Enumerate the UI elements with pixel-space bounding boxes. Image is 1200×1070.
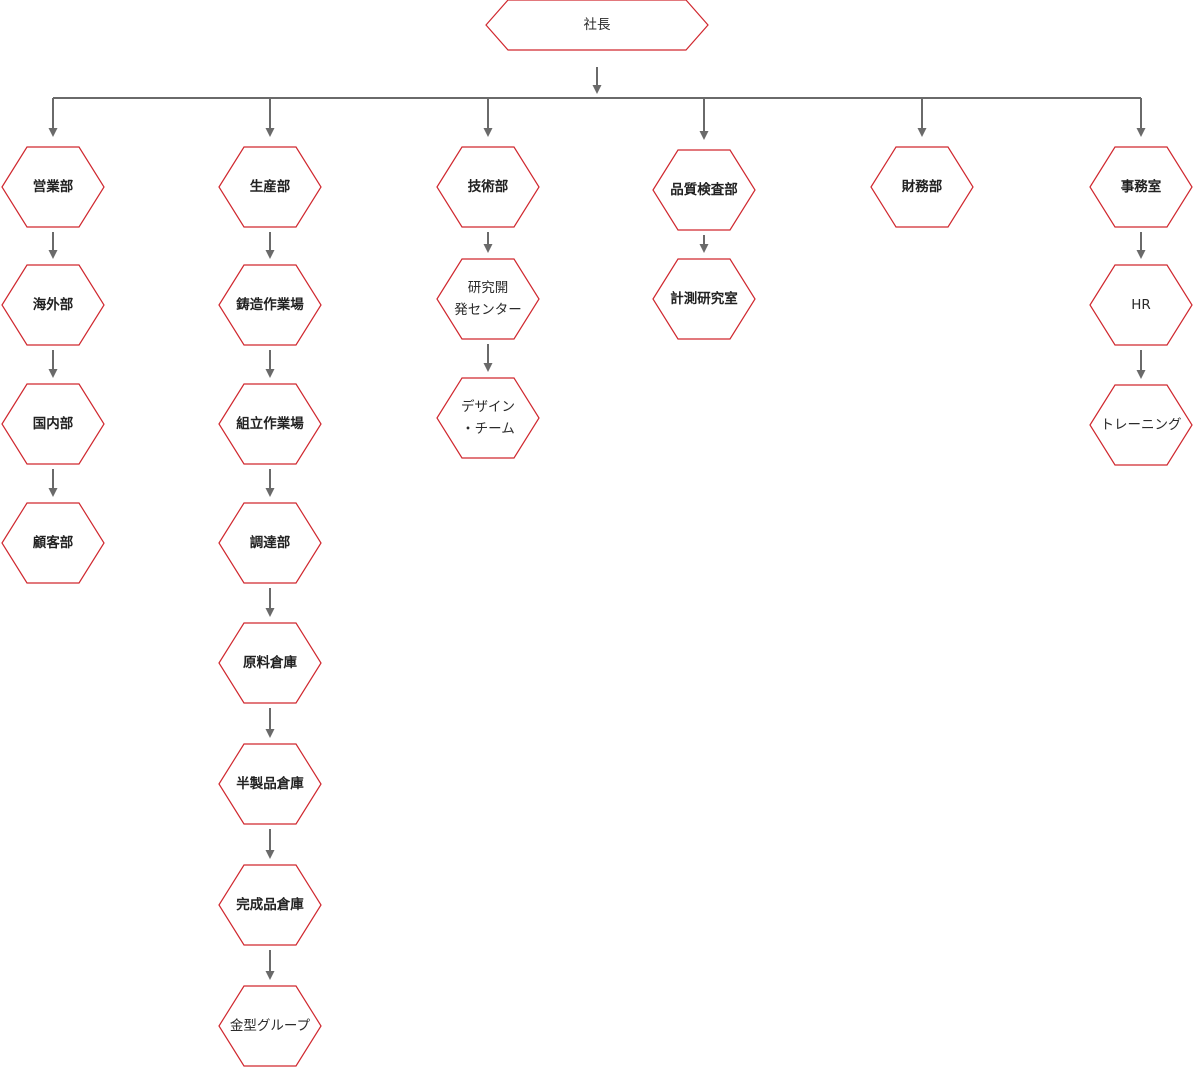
sub-node-2-5: 半製品倉庫 <box>218 743 322 825</box>
head-connector-6-arrowhead <box>1136 128 1146 137</box>
sub-node-2-6-hexagon <box>218 864 322 946</box>
sub-node-2-5-label: 半製品倉庫 <box>236 775 304 792</box>
child-connector-2-1-arrowhead <box>265 250 275 259</box>
sub-node-2-4-hexagon <box>218 622 322 704</box>
child-connector-6-2-arrowhead <box>1136 370 1146 379</box>
sub-node-4-1-label: 計測研究室 <box>670 290 738 307</box>
head-connector-2-arrowhead <box>265 128 275 137</box>
child-connector-6-1-arrowhead <box>1136 250 1146 259</box>
sub-node-1-1-hexagon <box>1 264 105 346</box>
child-connector-3-2-arrowhead <box>483 363 493 372</box>
department-node-3-label: 技術部 <box>468 178 509 195</box>
sub-node-2-1: 鋳造作業場 <box>218 264 322 346</box>
department-node-4-label: 品質検査部 <box>670 181 738 198</box>
department-node-1-label: 営業部 <box>33 178 74 195</box>
sub-node-2-2: 組立作業場 <box>218 383 322 465</box>
department-node-6-hexagon <box>1089 146 1193 228</box>
sub-node-4-1-hexagon <box>652 258 756 340</box>
sub-node-6-2-label: トレーニング <box>1101 417 1182 433</box>
sub-node-3-2-hexagon <box>436 377 540 459</box>
department-node-3-hexagon <box>436 146 540 228</box>
sub-node-2-7-label: 金型グループ <box>230 1018 311 1034</box>
child-connector-2-2-arrowhead <box>265 369 275 378</box>
head-connector-1-arrowhead <box>48 128 58 137</box>
department-node-6-label: 事務室 <box>1121 178 1162 195</box>
sub-node-2-3-hexagon <box>218 502 322 584</box>
department-node-4: 品質検査部 <box>652 149 756 231</box>
child-connector-1-3-arrowhead <box>48 488 58 497</box>
sub-node-3-1-label-line-2: 発センター <box>454 302 522 318</box>
connector-layer <box>48 67 1146 980</box>
child-connector-2-5-arrowhead <box>265 729 275 738</box>
sub-node-2-7-hexagon <box>218 985 322 1067</box>
sub-node-6-1: HR <box>1089 264 1193 346</box>
department-node-5-hexagon <box>870 146 974 228</box>
sub-node-2-4-label: 原料倉庫 <box>243 654 297 671</box>
child-connector-2-7-arrowhead <box>265 971 275 980</box>
sub-node-1-3: 顧客部 <box>1 502 105 584</box>
department-node-4-hexagon <box>652 149 756 231</box>
department-node-2-hexagon <box>218 146 322 228</box>
sub-node-2-2-label: 組立作業場 <box>236 415 304 432</box>
sub-node-2-1-label: 鋳造作業場 <box>236 296 304 313</box>
sub-node-2-7: 金型グループ <box>218 985 322 1067</box>
child-connector-4-1-arrowhead <box>699 244 709 253</box>
department-node-1: 営業部 <box>1 146 105 228</box>
sub-node-2-4: 原料倉庫 <box>218 622 322 704</box>
sub-node-2-6: 完成品倉庫 <box>218 864 322 946</box>
sub-node-2-5-hexagon <box>218 743 322 825</box>
child-connector-2-6-arrowhead <box>265 850 275 859</box>
root-node-label: 社長 <box>584 17 612 33</box>
child-connector-1-1-arrowhead <box>48 250 58 259</box>
sub-node-3-1-label-line-1: 研究開 <box>468 280 509 296</box>
sub-node-1-2: 国内部 <box>1 383 105 465</box>
department-node-2-label: 生産部 <box>250 178 291 195</box>
department-node-5: 財務部 <box>870 146 974 228</box>
sub-node-6-1-hexagon <box>1089 264 1193 346</box>
child-connector-2-3-arrowhead <box>265 488 275 497</box>
sub-node-1-2-label: 国内部 <box>33 415 74 432</box>
child-connector-1-2-arrowhead <box>48 369 58 378</box>
sub-node-6-1-label: HR <box>1131 297 1151 313</box>
sub-node-1-3-hexagon <box>1 502 105 584</box>
sub-node-2-6-label: 完成品倉庫 <box>236 896 304 913</box>
department-node-2: 生産部 <box>218 146 322 228</box>
head-connector-4-arrowhead <box>699 131 709 140</box>
department-node-3: 技術部 <box>436 146 540 228</box>
root-node: 社長 <box>485 0 709 51</box>
sub-node-4-1: 計測研究室 <box>652 258 756 340</box>
sub-node-6-2: トレーニング <box>1089 384 1193 466</box>
sub-node-2-3-label: 調達部 <box>250 534 291 551</box>
head-connector-3-arrowhead <box>483 128 493 137</box>
sub-node-3-2: デザイン・チーム <box>436 377 540 459</box>
head-connector-5-arrowhead <box>917 128 927 137</box>
sub-node-2-3: 調達部 <box>218 502 322 584</box>
department-node-1-hexagon <box>1 146 105 228</box>
sub-node-2-1-hexagon <box>218 264 322 346</box>
sub-node-1-2-hexagon <box>1 383 105 465</box>
child-connector-2-4-arrowhead <box>265 608 275 617</box>
sub-node-6-2-hexagon <box>1089 384 1193 466</box>
department-node-5-label: 財務部 <box>901 178 943 195</box>
department-node-6: 事務室 <box>1089 146 1193 228</box>
sub-node-1-1: 海外部 <box>1 264 105 346</box>
root-node-hexagon <box>485 0 709 51</box>
sub-node-1-3-label: 顧客部 <box>33 534 74 551</box>
sub-node-3-2-label-line-2: ・チーム <box>461 421 515 437</box>
child-connector-3-1-arrowhead <box>483 244 493 253</box>
sub-node-2-2-hexagon <box>218 383 322 465</box>
sub-node-3-2-label-line-1: デザイン <box>461 398 515 415</box>
sub-node-3-1-hexagon <box>436 258 540 340</box>
sub-node-1-1-label: 海外部 <box>33 296 74 313</box>
root-connector-arrowhead <box>592 85 602 94</box>
